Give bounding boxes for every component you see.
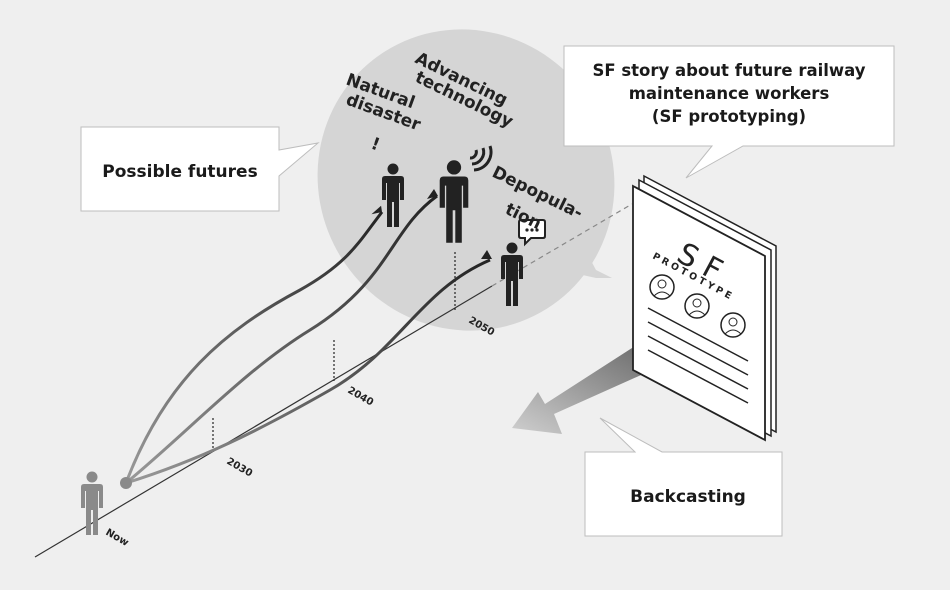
label-2030: 2030: [225, 456, 255, 479]
doc-text-lines: [647, 307, 749, 404]
label-now: Now: [104, 527, 131, 549]
doc-avatar-1: [649, 274, 675, 300]
callout-possible-futures: Possible futures: [80, 126, 320, 212]
signal-waves-icon: [469, 145, 493, 172]
future-paths: [124, 194, 491, 485]
path-advancing-technology: [125, 194, 438, 485]
callout-sf-line-2: maintenance workers: [629, 84, 830, 103]
timeline-axis: [34, 203, 633, 558]
path-depopulation: [125, 258, 491, 485]
callout-sf-line-3: (SF prototyping): [652, 107, 806, 126]
callout-backcasting-text: Backcasting: [630, 487, 746, 507]
person-icon-now: [81, 471, 103, 535]
arrow-icon: [371, 205, 382, 215]
callout-possible-futures-text: Possible futures: [102, 162, 257, 182]
sf-prototype-document: S F PROTOTYPE: [632, 174, 777, 442]
now-dot: [120, 477, 132, 489]
label-2040: 2040: [346, 385, 376, 408]
callout-sf-story: SF story about future railway maintenanc…: [563, 45, 895, 179]
path-natural-disaster: [124, 211, 384, 484]
arrow-icon: [427, 189, 438, 199]
doc-avatar-2: [684, 293, 710, 319]
chat-bubble-icon: [518, 219, 546, 247]
arrow-icon: [481, 250, 492, 259]
callout-backcasting: Backcasting: [584, 417, 783, 537]
doc-avatar-3: [720, 312, 746, 338]
callout-sf-line-1: SF story about future railway: [592, 61, 865, 80]
backcasting-arrow-icon: [512, 348, 670, 434]
